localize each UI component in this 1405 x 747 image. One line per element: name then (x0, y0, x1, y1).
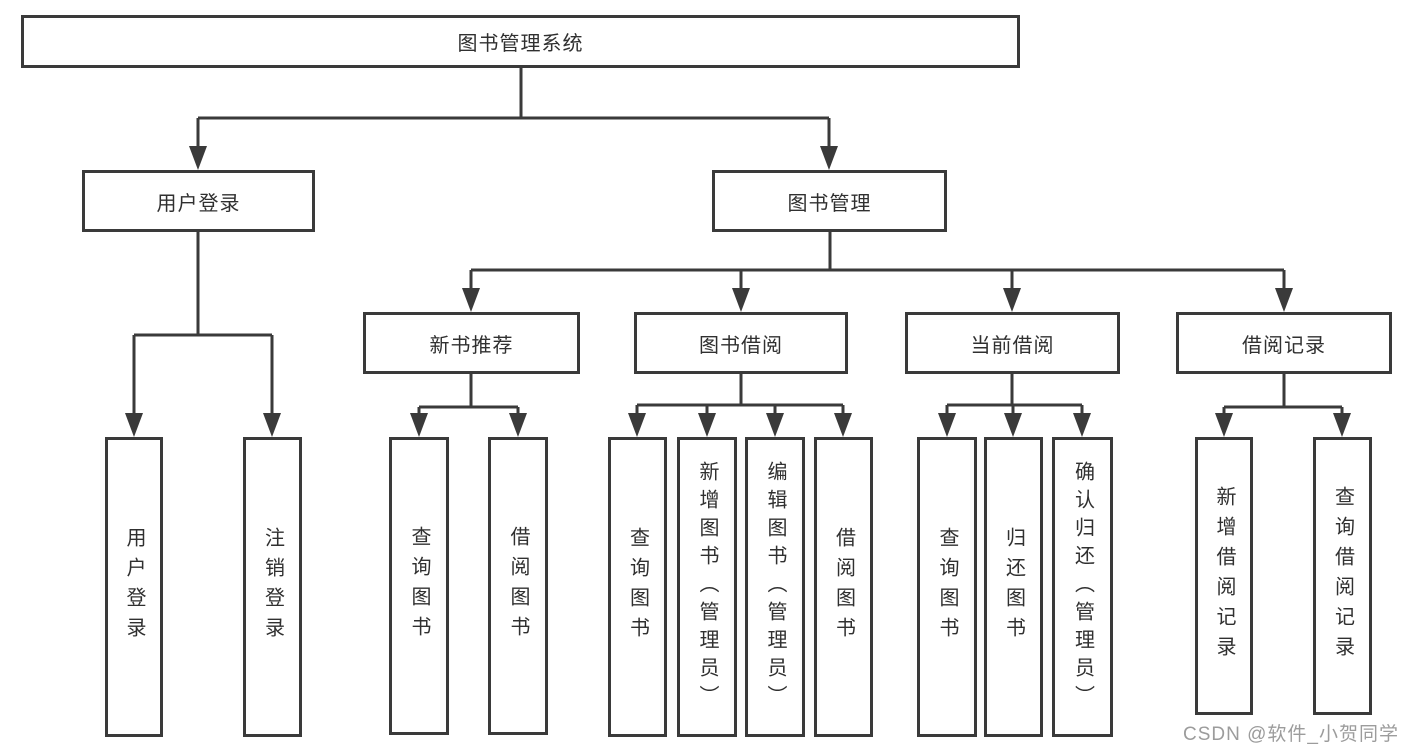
node-current-borrow: 当前借阅 (905, 312, 1120, 374)
leaf-newbook-query-label: 查询图书 (408, 526, 430, 646)
leaf-borrow-query-label: 查询图书 (626, 527, 649, 647)
leaf-current-return-label: 归还图书 (1002, 527, 1025, 647)
leaf-borrow-borrow-label: 借阅图书 (832, 527, 855, 647)
connector-new-book-children (417, 374, 520, 415)
node-new-book-rec: 新书推荐 (363, 312, 580, 374)
connector-user-login-children (132, 232, 274, 415)
csdn-watermark: CSDN @软件_小贺同学 (1183, 724, 1399, 745)
leaf-records-query-label: 查询借阅记录 (1331, 486, 1354, 666)
leaf-newbook-borrow-label: 借阅图书 (507, 526, 529, 646)
leaf-current-confirm-label: 确认归还（管理员） (1071, 461, 1094, 713)
node-book-mgmt: 图书管理 (712, 170, 947, 232)
leaf-current-query: 查询图书 (917, 437, 977, 737)
leaf-borrow-query: 查询图书 (608, 437, 667, 737)
arrowheads (125, 146, 1351, 437)
leaf-records-add: 新增借阅记录 (1195, 437, 1253, 715)
leaf-current-confirm: 确认归还（管理员） (1052, 437, 1113, 737)
leaf-current-return: 归还图书 (984, 437, 1043, 737)
node-root-label: 图书管理系统 (457, 33, 584, 55)
leaf-user-login-label: 用户登录 (123, 527, 145, 647)
leaf-newbook-query: 查询图书 (389, 437, 449, 735)
connector-current-borrow-children (945, 374, 1084, 415)
leaf-borrow-borrow: 借阅图书 (814, 437, 873, 737)
node-root: 图书管理系统 (21, 15, 1020, 68)
leaf-borrow-add: 新增图书（管理员） (677, 437, 737, 737)
leaf-records-query: 查询借阅记录 (1313, 437, 1372, 715)
connector-root-to-level2 (196, 67, 831, 148)
node-borrow-records: 借阅记录 (1176, 312, 1392, 374)
leaf-borrow-add-label: 新增图书（管理员） (696, 461, 718, 713)
leaf-logout: 注销登录 (243, 437, 302, 737)
node-user-login: 用户登录 (82, 170, 315, 232)
node-new-book-rec-label: 新书推荐 (429, 334, 514, 357)
node-book-borrow-label: 图书借阅 (699, 334, 783, 357)
leaf-newbook-borrow: 借阅图书 (488, 437, 548, 735)
leaf-logout-label: 注销登录 (261, 527, 284, 647)
leaf-borrow-edit-label: 编辑图书（管理员） (764, 461, 786, 713)
node-book-borrow: 图书借阅 (634, 312, 848, 374)
node-book-mgmt-label: 图书管理 (787, 192, 872, 215)
connector-borrow-records-children (1222, 374, 1344, 415)
leaf-current-query-label: 查询图书 (936, 527, 958, 647)
leaf-borrow-edit: 编辑图书（管理员） (745, 437, 805, 737)
node-current-borrow-label: 当前借阅 (970, 334, 1055, 357)
leaf-user-login: 用户登录 (105, 437, 163, 737)
node-borrow-records-label: 借阅记录 (1242, 334, 1326, 357)
node-user-login-label: 用户登录 (156, 192, 241, 215)
connector-book-borrow-children (635, 374, 845, 415)
connector-book-mgmt-children (469, 232, 1286, 290)
leaf-records-add-label: 新增借阅记录 (1213, 486, 1235, 666)
